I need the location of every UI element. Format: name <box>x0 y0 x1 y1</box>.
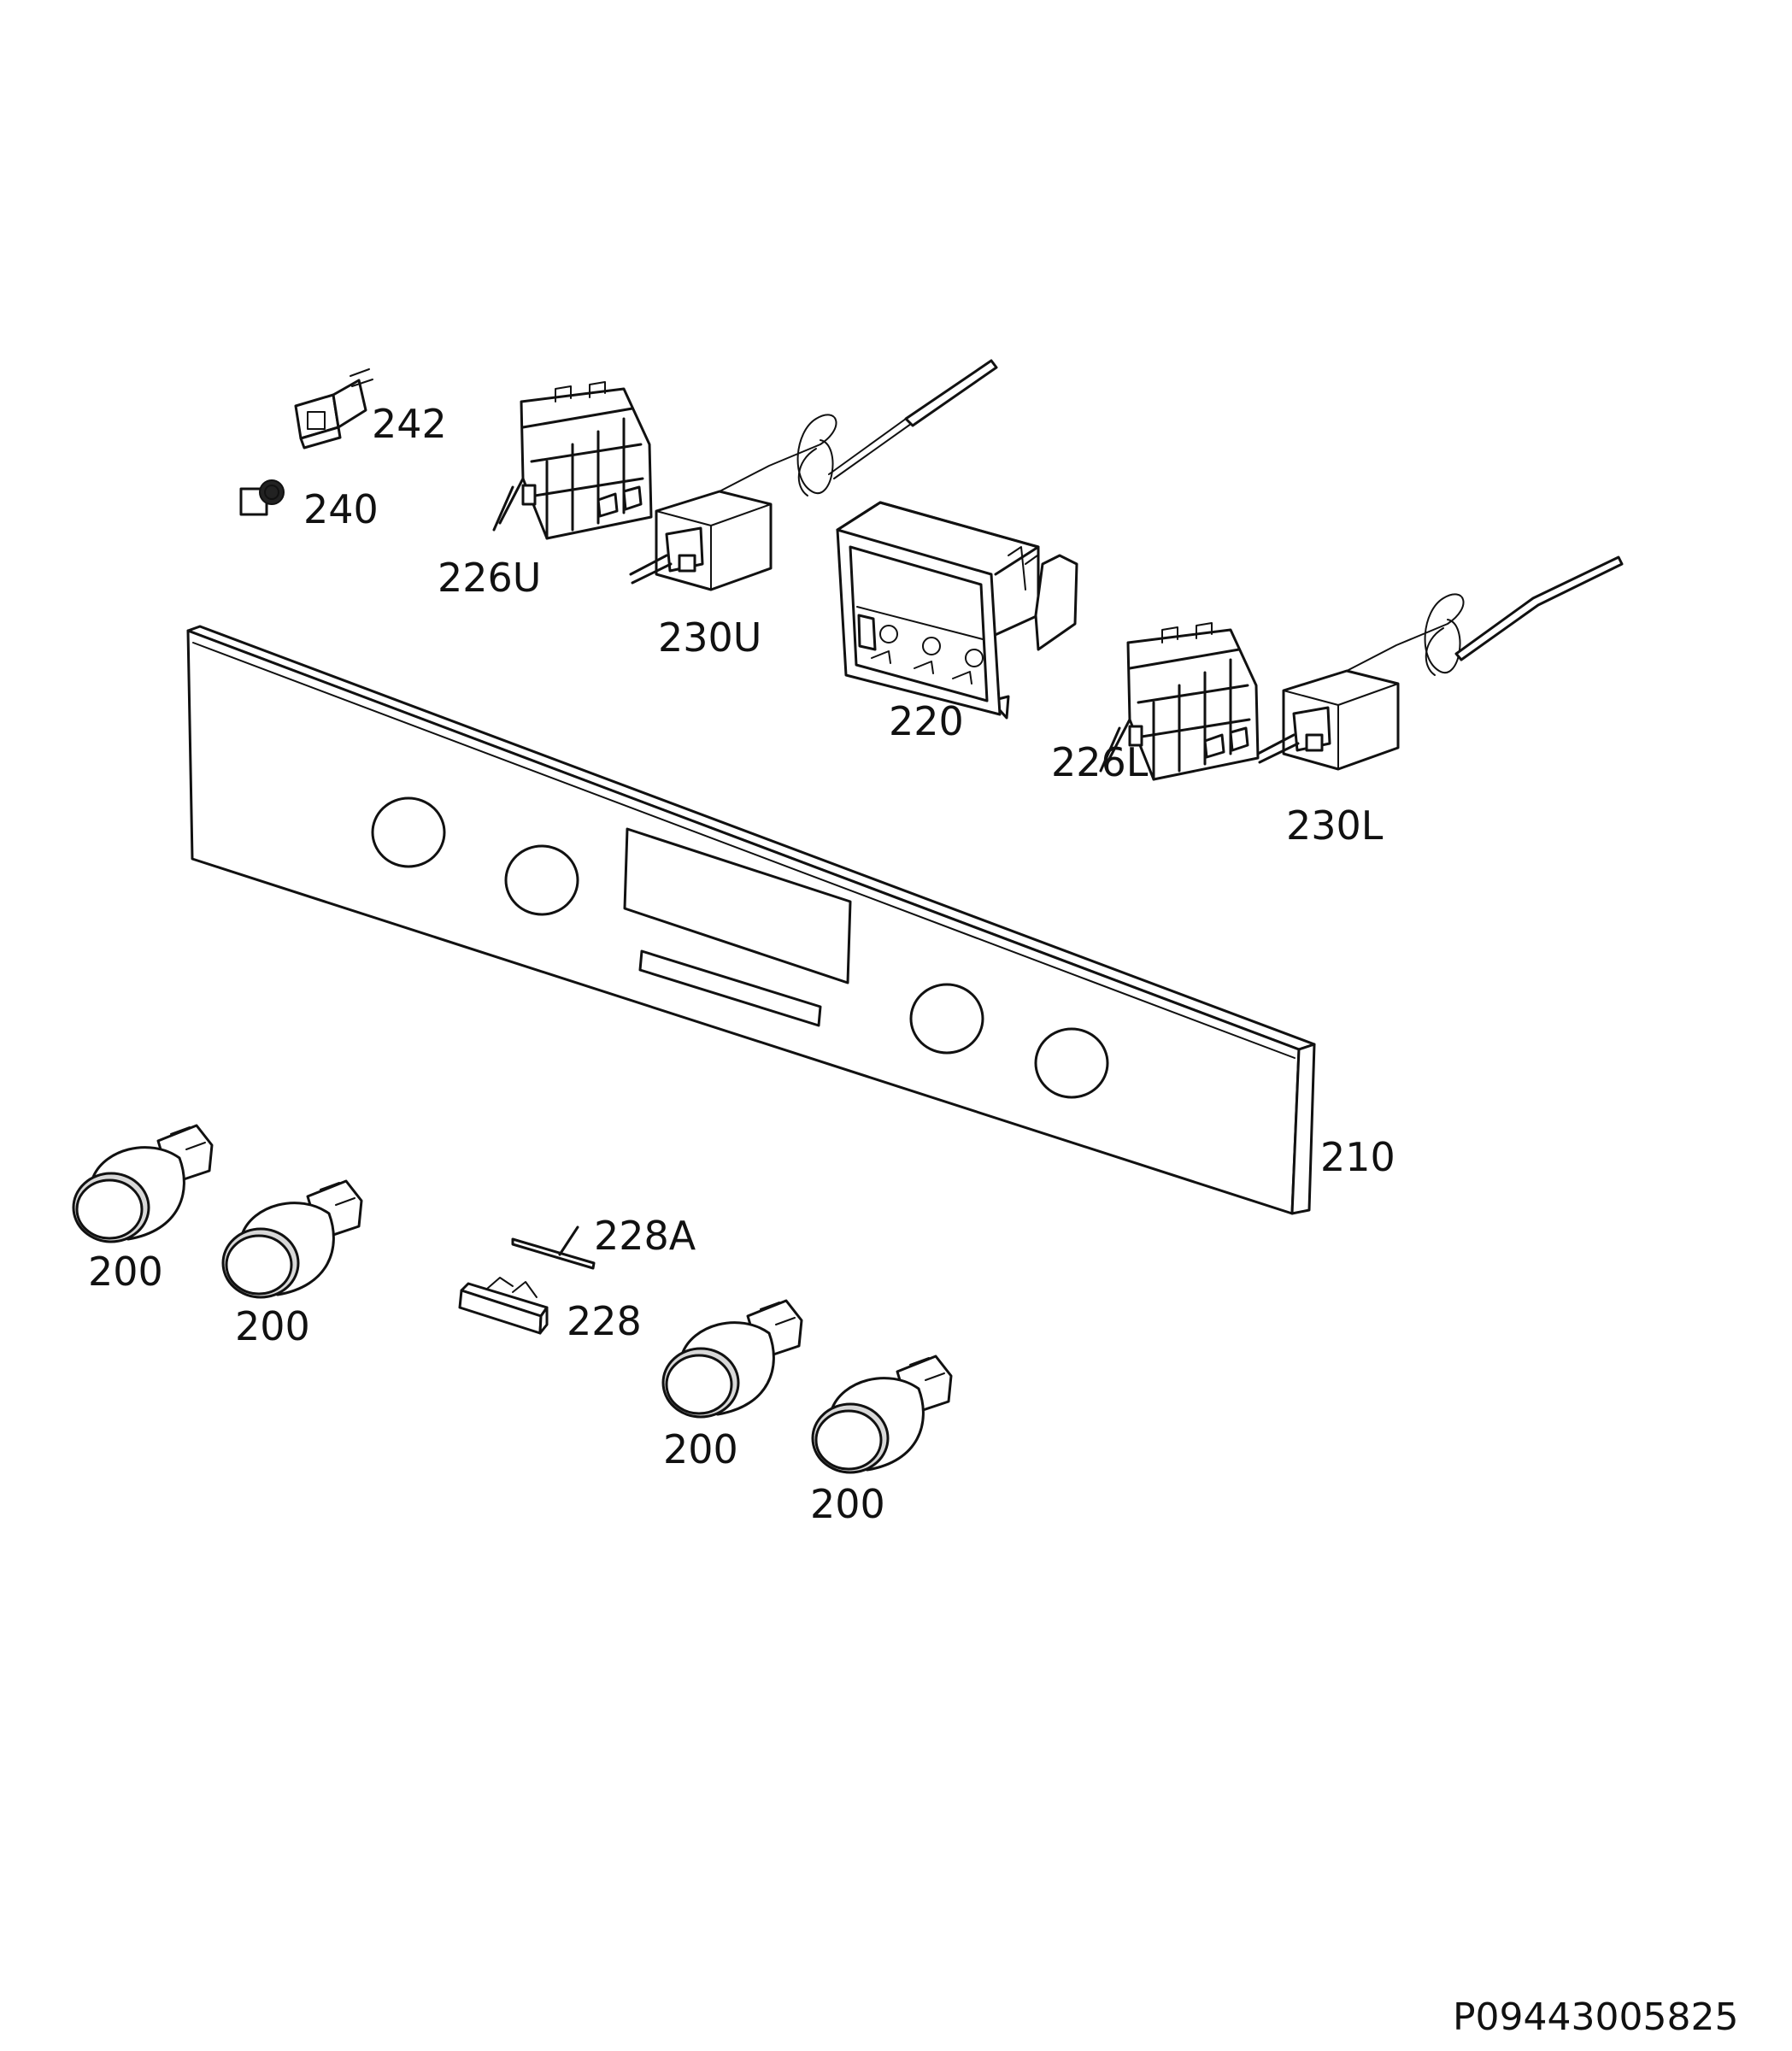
part-230U-thermostat <box>629 359 998 591</box>
part-228A-rod <box>511 1225 596 1270</box>
label-200-knob-1: 200 <box>88 1249 163 1295</box>
part-226U-switch <box>492 381 653 540</box>
part-200-knob-4 <box>811 1355 953 1474</box>
label-220: 220 <box>889 698 964 744</box>
label-200-knob-2: 200 <box>235 1303 310 1349</box>
drawing-code: P09443005825 <box>1453 1995 1738 2039</box>
label-242: 242 <box>372 401 447 447</box>
label-226U: 226U <box>438 555 541 601</box>
part-242-indicator-lamp <box>294 368 373 450</box>
part-226L-switch <box>1099 622 1260 781</box>
label-200-knob-3: 200 <box>663 1426 738 1472</box>
part-230L-thermostat <box>1256 555 1624 771</box>
label-240: 240 <box>303 486 379 532</box>
label-230U: 230U <box>658 614 761 661</box>
label-226L: 226L <box>1051 739 1149 785</box>
part-210-control-panel <box>186 625 1316 1215</box>
part-240-lamp <box>239 479 285 516</box>
part-200-knob-1 <box>72 1124 214 1243</box>
label-228: 228 <box>567 1298 642 1344</box>
part-220-display-module <box>836 501 1078 720</box>
label-200-knob-4: 200 <box>810 1481 885 1527</box>
part-228-button <box>458 1277 549 1335</box>
part-200-knob-3 <box>661 1299 803 1419</box>
label-210: 210 <box>1320 1134 1395 1180</box>
label-230L: 230L <box>1286 802 1384 849</box>
part-200-knob-2 <box>221 1179 363 1299</box>
label-228A: 228A <box>594 1213 696 1259</box>
